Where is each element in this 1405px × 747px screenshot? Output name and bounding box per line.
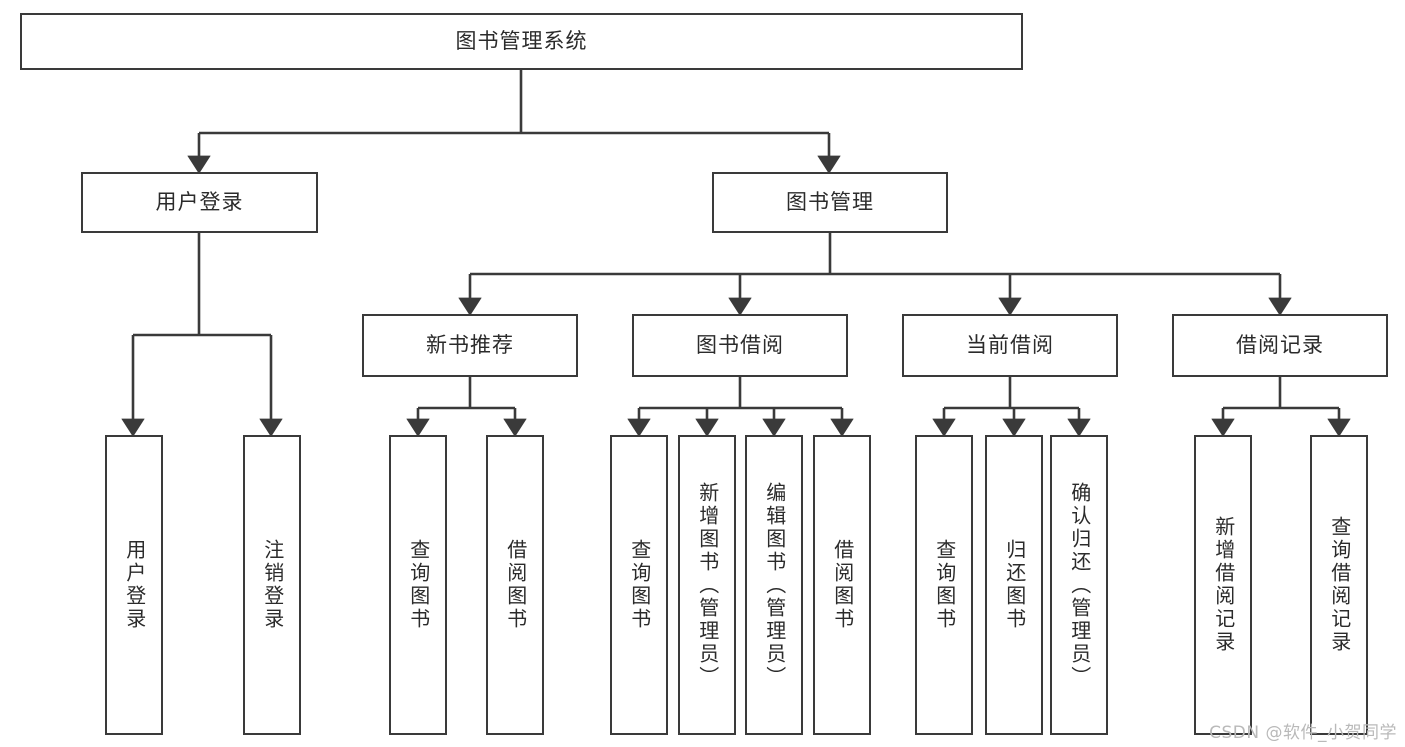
node-leaf-edit-book[interactable]: 编辑图书（管理员） [745, 435, 803, 735]
node-label: 查询图书 [627, 539, 652, 631]
node-label: 用户登录 [122, 539, 147, 631]
node-leaf-add-book[interactable]: 新增图书（管理员） [678, 435, 736, 735]
node-label: 新增图书（管理员） [695, 481, 720, 689]
node-label: 编辑图书（管理员） [762, 481, 787, 689]
node-leaf-add-record[interactable]: 新增借阅记录 [1194, 435, 1252, 735]
node-label: 新书推荐 [426, 333, 514, 358]
csdn-watermark: CSDN @软件_小贺同学 [1209, 723, 1397, 743]
node-label: 图书管理系统 [455, 29, 588, 54]
node-label: 图书借阅 [696, 333, 784, 358]
node-leaf-query-book-1[interactable]: 查询图书 [389, 435, 447, 735]
node-label: 确认归还（管理员） [1067, 481, 1092, 689]
node-label: 注销登录 [260, 539, 285, 631]
node-label: 用户登录 [155, 190, 244, 215]
node-label: 查询图书 [406, 539, 431, 631]
node-label: 查询借阅记录 [1327, 516, 1352, 654]
node-user-login[interactable]: 用户登录 [81, 172, 318, 233]
node-leaf-query-record[interactable]: 查询借阅记录 [1310, 435, 1368, 735]
node-leaf-user-login[interactable]: 用户登录 [105, 435, 163, 735]
node-leaf-query-book-3[interactable]: 查询图书 [915, 435, 973, 735]
node-leaf-user-logout[interactable]: 注销登录 [243, 435, 301, 735]
node-leaf-borrow-book-2[interactable]: 借阅图书 [813, 435, 871, 735]
node-label: 借阅记录 [1236, 333, 1324, 358]
node-label: 借阅图书 [503, 539, 528, 631]
node-leaf-borrow-book-1[interactable]: 借阅图书 [486, 435, 544, 735]
node-root-system[interactable]: 图书管理系统 [20, 13, 1023, 70]
node-book-manage[interactable]: 图书管理 [712, 172, 948, 233]
node-label: 归还图书 [1002, 539, 1027, 631]
node-current-borrow[interactable]: 当前借阅 [902, 314, 1118, 377]
node-label: 图书管理 [786, 190, 874, 215]
node-new-book-recommend[interactable]: 新书推荐 [362, 314, 578, 377]
node-leaf-query-book-2[interactable]: 查询图书 [610, 435, 668, 735]
node-leaf-confirm-return[interactable]: 确认归还（管理员） [1050, 435, 1108, 735]
node-label: 当前借阅 [966, 333, 1054, 358]
node-label: 借阅图书 [830, 539, 855, 631]
node-book-borrow[interactable]: 图书借阅 [632, 314, 848, 377]
node-leaf-return-book[interactable]: 归还图书 [985, 435, 1043, 735]
node-borrow-record[interactable]: 借阅记录 [1172, 314, 1388, 377]
node-label: 查询图书 [932, 539, 957, 631]
node-label: 新增借阅记录 [1211, 516, 1236, 654]
